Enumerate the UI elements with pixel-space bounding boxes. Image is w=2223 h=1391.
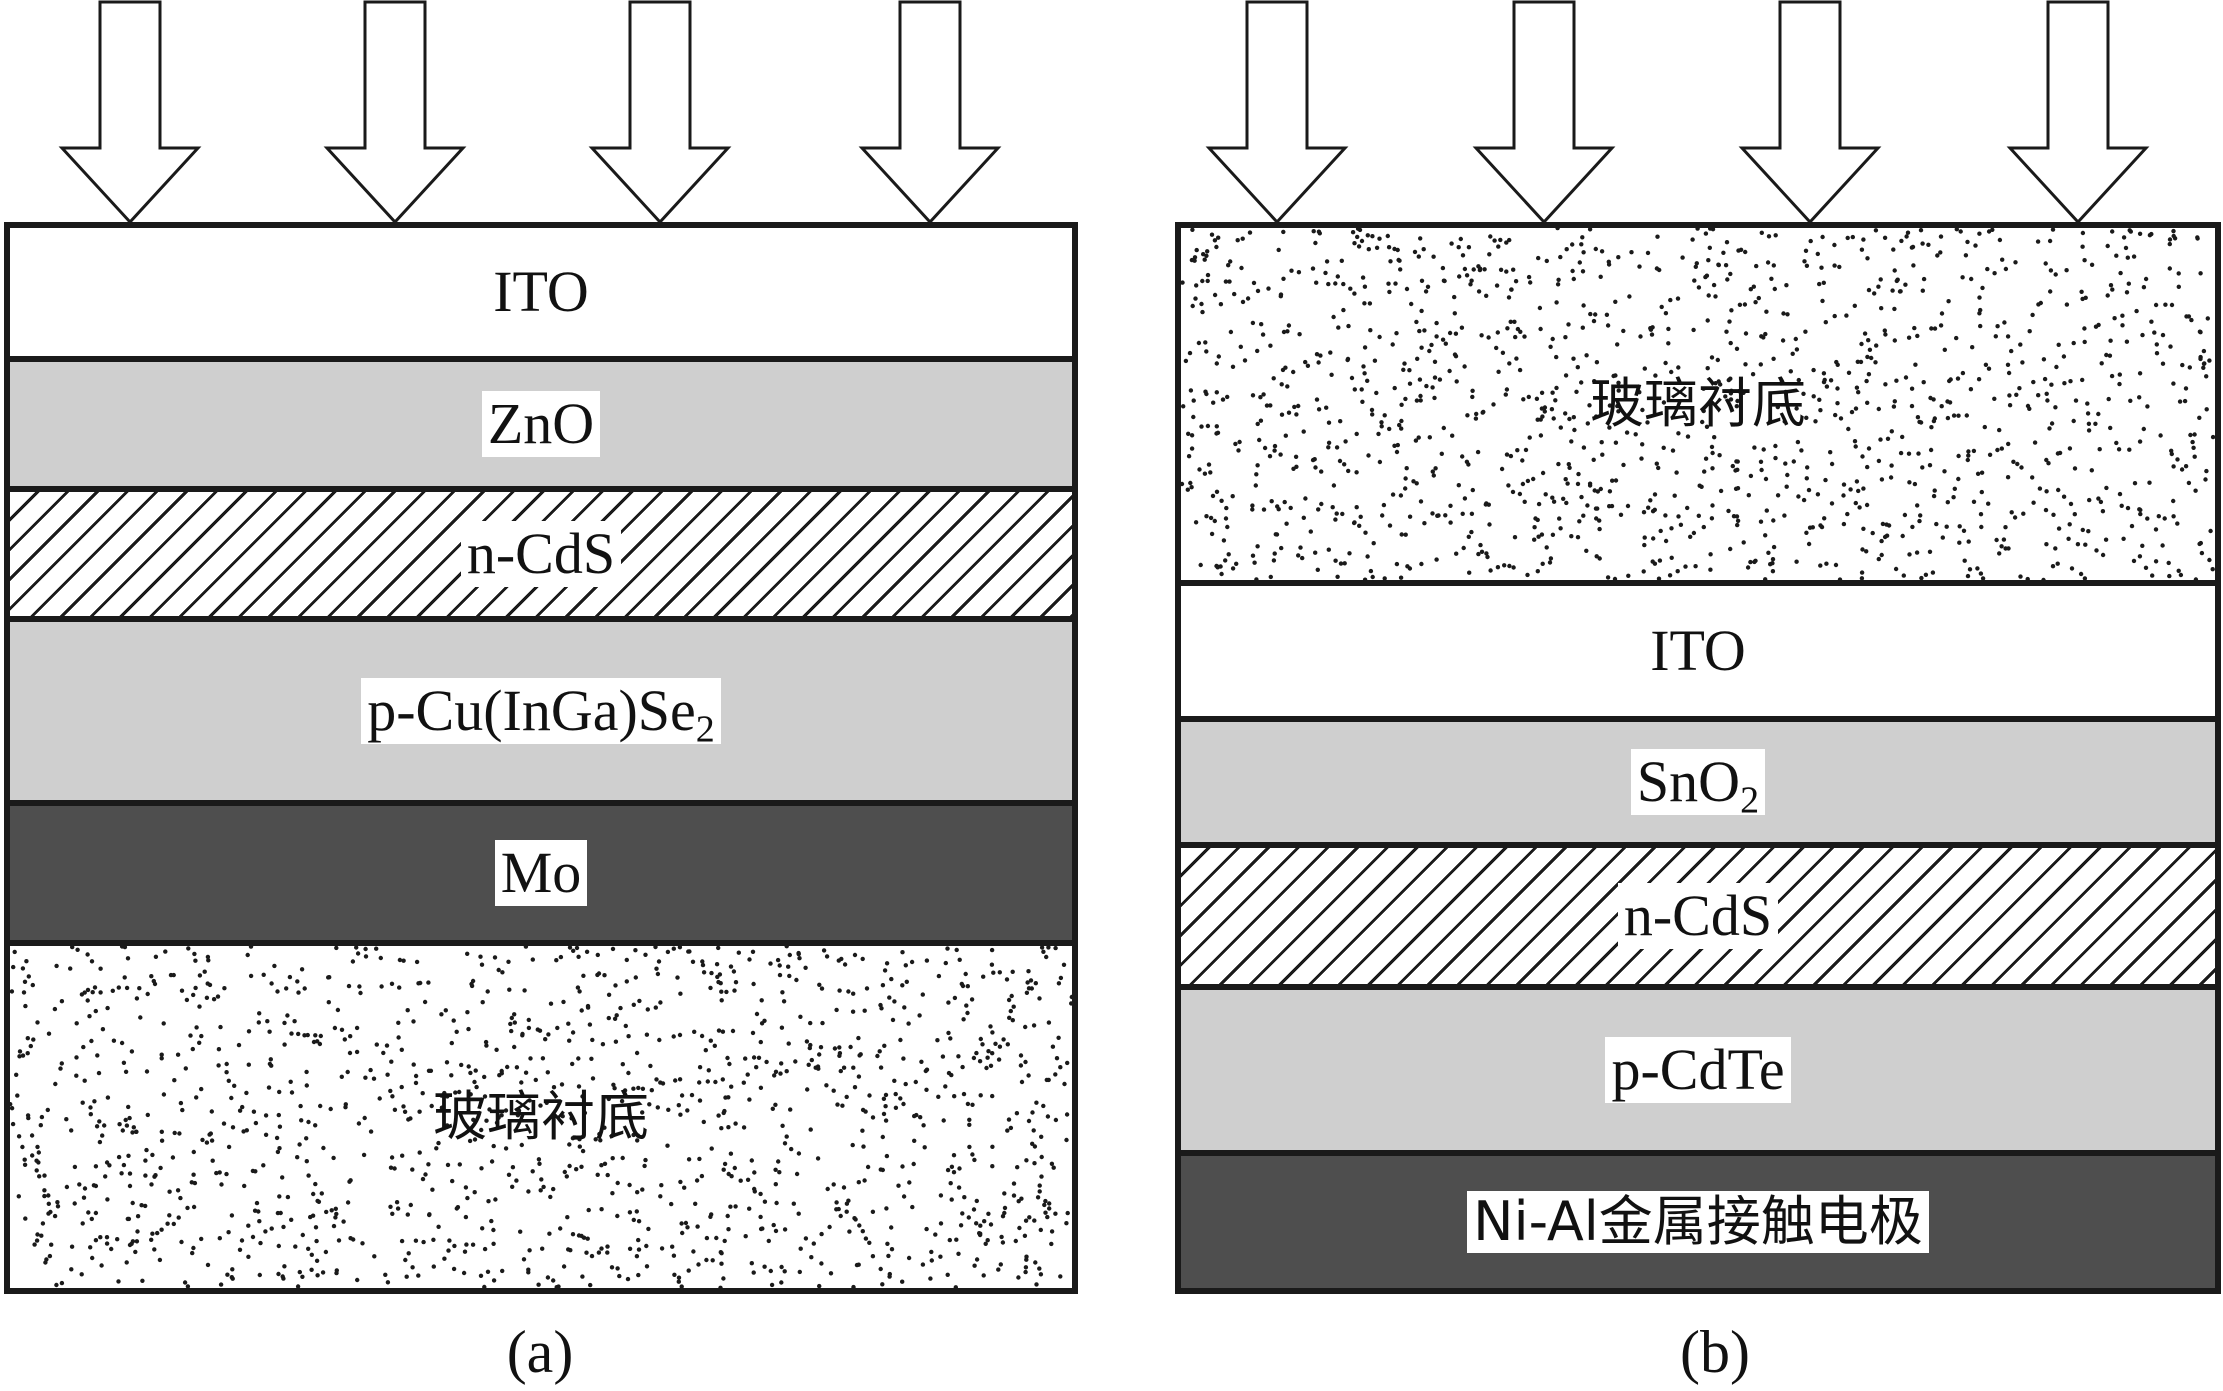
mo-back-contact-layer: Mo: [10, 806, 1072, 946]
down-arrow-icon: [2006, 0, 2150, 225]
ito-layer: ITO: [1181, 586, 2215, 722]
cigs-label-main: p-Cu(InGa)Se: [367, 677, 696, 743]
contact-label: Ni-Al金属接触电极: [1467, 1190, 1929, 1254]
glass-substrate-layer: 玻璃衬底: [10, 946, 1072, 1288]
stipple-texture: [10, 946, 1072, 1288]
mo-label: Mo: [494, 839, 588, 907]
n-cds-label: n-CdS: [460, 520, 622, 588]
n-cds-layer: n-CdS: [1181, 848, 2215, 990]
n-cds-label: n-CdS: [1617, 882, 1779, 950]
glass-substrate-label: 玻璃衬底: [433, 1084, 649, 1148]
caption-b: (b): [1680, 1319, 1750, 1385]
ito-layer: ITO: [10, 228, 1072, 362]
cigs-label: p-Cu(InGa)Se2: [361, 677, 721, 748]
panel-a-layer-stack: ITO ZnO n-CdS p-Cu(InGa)Se2 Mo 玻璃衬底: [4, 222, 1078, 1294]
ito-label: ITO: [493, 258, 589, 324]
down-arrow-icon: [1472, 0, 1616, 225]
down-arrow-icon: [323, 0, 467, 225]
ni-al-contact-layer: Ni-Al金属接触电极: [1181, 1156, 2215, 1288]
down-arrow-icon: [58, 0, 202, 225]
n-cds-layer: n-CdS: [10, 492, 1072, 622]
stipple-texture: [1181, 228, 2215, 580]
cigs-absorber-layer: p-Cu(InGa)Se2: [10, 622, 1072, 806]
cigs-label-subscript: 2: [695, 708, 715, 751]
down-arrow-icon: [1738, 0, 1882, 225]
down-arrow-icon: [858, 0, 1002, 225]
down-arrow-icon: [1205, 0, 1349, 225]
sno2-label-subscript: 2: [1740, 779, 1760, 822]
caption-a: (a): [506, 1319, 574, 1385]
cdte-absorber-layer: p-CdTe: [1181, 990, 2215, 1156]
down-arrow-icon: [588, 0, 732, 225]
incident-light-arrows: [58, 0, 2150, 225]
sno2-label-main: SnO: [1636, 748, 1741, 814]
sno2-label: SnO2: [1630, 748, 1766, 819]
zno-layer: ZnO: [10, 362, 1072, 492]
glass-substrate-layer: 玻璃衬底: [1181, 228, 2215, 586]
ito-label: ITO: [1650, 617, 1746, 683]
sno2-layer: SnO2: [1181, 722, 2215, 848]
panel-b-layer-stack: 玻璃衬底 ITO SnO2 n-CdS p-CdTe Ni-Al金属接触电极: [1175, 222, 2221, 1294]
glass-substrate-label: 玻璃衬底: [1590, 371, 1806, 435]
zno-label: ZnO: [481, 390, 601, 458]
cdte-label: p-CdTe: [1605, 1036, 1791, 1104]
